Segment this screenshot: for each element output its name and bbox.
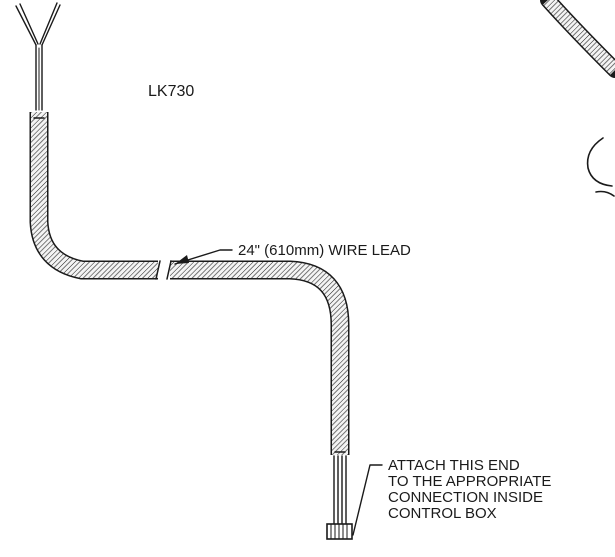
wire-lead-label: 24" (610mm) WIRE LEAD — [238, 242, 411, 259]
wire-sleeve-left — [29, 112, 161, 280]
partial-hook-right — [586, 137, 615, 197]
attach-label-line3: CONNECTION INSIDE — [388, 489, 543, 506]
attach-callout: ATTACH THIS END TO THE APPROPRIATE CONNE… — [352, 457, 551, 536]
wire-fork — [15, 2, 61, 111]
attach-label-line2: TO THE APPROPRIATE — [388, 473, 551, 490]
attach-label-line1: ATTACH THIS END — [388, 457, 520, 474]
connector-plug — [326, 523, 353, 540]
wire-lead-callout: 24" (610mm) WIRE LEAD — [174, 242, 411, 265]
partial-cable-top-right — [540, 0, 615, 78]
attach-label-line4: CONTROL BOX — [388, 505, 497, 522]
wire-sleeve-right — [166, 260, 350, 455]
model-label: LK730 — [148, 83, 194, 100]
wire-leads-bottom — [333, 455, 347, 525]
